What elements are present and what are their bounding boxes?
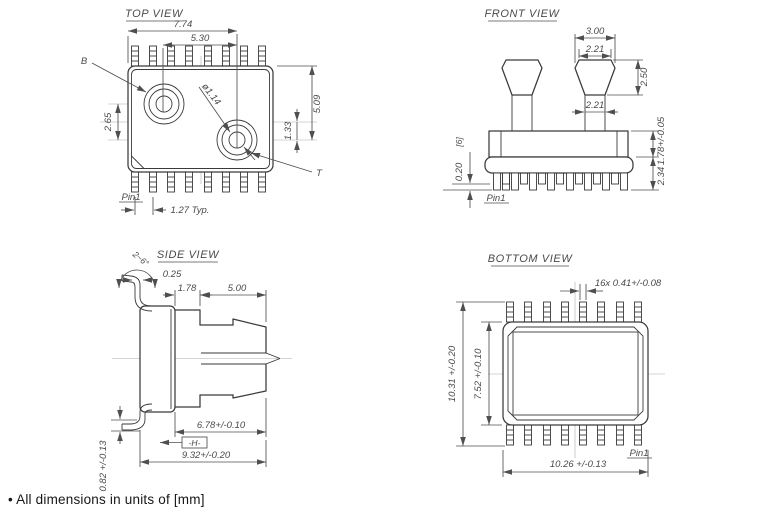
- front-view-title: FRONT VIEW: [484, 8, 560, 20]
- top-view: TOP VIEW 7.74: [81, 8, 323, 216]
- label-pin1-top: Pin1: [121, 192, 140, 203]
- dim-1-78-body: 1.78+/-0.05: [656, 116, 667, 165]
- label-pin1-front: Pin1: [486, 193, 505, 204]
- front-left-barb: [501, 59, 543, 96]
- dim-10-26: 10.26 +/-0.13: [550, 459, 607, 470]
- side-view-body: [121, 274, 281, 431]
- side-view-title: SIDE VIEW: [157, 249, 220, 261]
- dim-lead-width: 16x 0.41+/-0.08: [595, 278, 662, 289]
- port-b-circles: [143, 83, 185, 125]
- dim-lead-angle: 2~6°: [130, 248, 151, 268]
- dim-1-33: 1.33: [283, 121, 294, 140]
- label-port-b: B: [81, 56, 88, 67]
- bottom-view-dimensions: 16x 0.41+/-0.08 10.31 +/-0.20 7.52 +/-0.…: [447, 278, 662, 477]
- label-port-t: T: [316, 168, 323, 179]
- front-right-barb: [574, 59, 616, 96]
- dim-2-21-top: 2.21: [585, 44, 605, 55]
- dim-0-20: 0.20: [454, 162, 465, 181]
- dim-2-34: 2.34: [656, 167, 667, 187]
- label-pin1-bottom: Pin1: [629, 448, 648, 459]
- bottom-view: BOTTOM VIEW 16x 0.41+/-0.08 10.3: [447, 253, 665, 477]
- pin: [131, 45, 139, 67]
- front-view-dimensions: 3.00 2.21 2.50 2.21 1.78+/-0.05 2.34: [443, 26, 667, 208]
- front-view-body: [484, 59, 634, 191]
- front-pins: [493, 172, 628, 191]
- side-view-dimensions: 2~6° 0.25 1.78 5.00 6.78+/-0.10 -H-: [98, 248, 267, 492]
- dim-pin-pitch: 1.27 Typ.: [171, 205, 210, 216]
- dim-7-74: 7.74: [174, 19, 193, 30]
- dim-2-21-stem: 2.21: [585, 100, 605, 111]
- bottom-view-body: [502, 321, 649, 426]
- units-note: • All dimensions in units of [mm]: [8, 492, 205, 507]
- bottom-view-title: BOTTOM VIEW: [488, 253, 574, 265]
- dim-0-25: 0.25: [163, 269, 182, 280]
- top-view-title: TOP VIEW: [125, 8, 184, 20]
- front-view: FRONT VIEW 3.0: [443, 8, 667, 208]
- front-back-pins: [502, 172, 619, 191]
- top-view-dimensions: 7.74 5.30 2.65 5.09 1.33 ø1.14 B T: [81, 19, 323, 216]
- pin1-chamfer: [131, 155, 145, 169]
- dim-9-32: 9.32+/-0.20: [182, 450, 231, 461]
- dim-5-09: 5.09: [312, 94, 323, 113]
- dim-6-78: 6.78+/-0.10: [197, 420, 246, 431]
- dim-5-00: 5.00: [228, 283, 247, 294]
- dim-2-50: 2.50: [639, 67, 650, 87]
- dim-3-00: 3.00: [586, 26, 605, 37]
- dim-2-65: 2.65: [103, 112, 114, 132]
- dim-5-30: 5.30: [191, 33, 210, 44]
- dim-7-52: 7.52 +/-0.10: [473, 348, 484, 400]
- dim-1-78-side: 1.78: [178, 283, 197, 294]
- dim-10-31: 10.31 +/-0.20: [447, 345, 458, 402]
- dim-0-82: 0.82 +/-0.13: [98, 440, 109, 492]
- datum-h: -H-: [189, 438, 201, 448]
- side-view: SIDE VIEW: [98, 248, 292, 491]
- dim-standoff-ref: [6]: [454, 137, 464, 148]
